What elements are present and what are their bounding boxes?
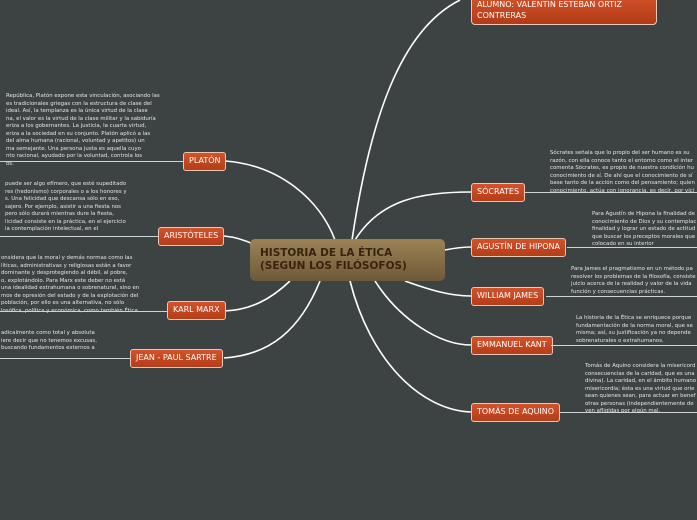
note-line: juicio acerca de la realidad y valor de … xyxy=(571,281,692,287)
note-line: la contemplación intelectual, en el xyxy=(5,226,99,232)
note-line: es tradicionales griegas con la estructu… xyxy=(6,100,152,107)
node-platon[interactable]: PLATÓN xyxy=(183,152,227,171)
note-line: dominante y desprotegiendo al débil, al … xyxy=(1,270,128,276)
central-topic[interactable]: HISTORIA DE LA ÉTICA (SEGUN LOS FILÓSOFO… xyxy=(250,239,445,281)
note-line: colocado en su interior xyxy=(592,241,654,247)
note-line: una idealidad extrahumana o sobrenatural… xyxy=(1,285,140,291)
aristoteles-note: puede ser algo efímero, que esté supedit… xyxy=(5,181,127,234)
note-line: Para Agustín de Hipona la finalidad de xyxy=(592,211,696,217)
note-line: otras personas (independientemente de xyxy=(585,400,694,407)
note-line: adicalmente como total y absoluta xyxy=(1,330,95,336)
link-agustin xyxy=(444,246,472,251)
james-note: Para James el pragmatismo en un método p… xyxy=(571,266,696,296)
note-line: finalidad y lograr un estado de actitud xyxy=(592,226,696,232)
link-kant xyxy=(374,280,472,346)
node-kant[interactable]: EMMANUEL KANT xyxy=(471,336,553,355)
socrates-underline xyxy=(525,192,697,193)
marx-note: onsidera que la moral y demás normas com… xyxy=(1,255,140,315)
author-line-2: CONTRERAS xyxy=(477,11,527,20)
node-sartre[interactable]: JEAN - PAUL SARTRE xyxy=(130,349,223,368)
note-line: fundamentación de la norma moral, que se xyxy=(576,322,693,329)
note-line: os. xyxy=(6,160,14,167)
note-line: Sócrates señala que lo propio del ser hu… xyxy=(550,150,690,156)
note-line: La historia de la Ética se enriquece por… xyxy=(576,315,692,321)
note-line: licidad consiste en la práctica, en el e… xyxy=(5,218,126,225)
note-line: Para James el pragmatismo en un método p… xyxy=(571,266,693,272)
note-line: losófica, política y económica, como tam… xyxy=(1,308,140,316)
note-line: sean quienes sean, para actuar en benef xyxy=(585,393,696,399)
note-line: función y consecuencias prácticas. xyxy=(571,288,666,295)
note-line: razón, con ella conoce tanto el entorno … xyxy=(550,157,693,164)
note-line: Tomás de Aquino considera la misericord xyxy=(585,363,696,369)
note-line: iere decir que no tenemos excusas, xyxy=(1,337,97,344)
note-line: base tanto de la acción como del pensami… xyxy=(550,180,695,186)
note-line: del alma humana (racional, voluntad y ap… xyxy=(6,138,145,144)
node-william-james[interactable]: WILLIAM JAMES xyxy=(471,287,545,306)
node-aristoteles[interactable]: ARISTÓTELES xyxy=(158,227,225,246)
agustin-underline xyxy=(567,247,697,248)
central-line-2: (SEGUN LOS FILÓSOFOS) xyxy=(260,260,407,272)
note-line: sajero. Por ejemplo, asistir a una fiest… xyxy=(5,203,121,210)
note-line: conocimiento de Dios y su contemplac xyxy=(592,218,697,225)
aquino-underline xyxy=(560,412,697,413)
note-line: onsidera que la moral y demás normas com… xyxy=(1,255,133,261)
note-line: que buscar los preceptos morales que xyxy=(592,233,696,240)
marx-underline xyxy=(0,311,167,312)
note-line: líticas, administrativas y religiosas es… xyxy=(1,262,132,269)
link-author xyxy=(351,0,461,241)
note-line: comenta Sócrates, es propio de nuestra c… xyxy=(550,165,694,171)
note-line: República, Platón expone esta vinculació… xyxy=(6,93,160,99)
note-line: s. Una felicidad que descansa sólo en es… xyxy=(5,196,120,202)
link-marx xyxy=(223,280,291,312)
james-underline xyxy=(546,296,697,297)
aristoteles-underline xyxy=(0,236,158,237)
note-line: puede ser algo efímero, que esté supedit… xyxy=(5,181,127,187)
note-line: nto racional, ayudado por la voluntad, c… xyxy=(6,153,143,159)
note-line: ma semejante. Una persona justa es aquel… xyxy=(6,145,141,152)
note-line: consecuencias de la caridad, que es una xyxy=(585,370,695,377)
note-line: pero sólo durará mientras dure la fiesta… xyxy=(5,211,114,217)
note-line: ideal. Así, la templanza es la única vir… xyxy=(6,108,148,114)
note-line: divina). La caridad, en el ámbito humano xyxy=(585,378,697,384)
link-james xyxy=(404,280,472,297)
note-line: ven afligidas por algún mal. xyxy=(585,408,661,414)
note-line: buscando fundamentos externos a xyxy=(1,345,95,351)
note-line: misma; así, su justificación ya no depen… xyxy=(576,330,691,336)
note-line: conocimiento, actúa con ignorancia, es d… xyxy=(550,187,695,194)
note-line: res (hedonismo) corporales o a los honor… xyxy=(5,188,127,195)
node-karl-marx[interactable]: KARL MARX xyxy=(167,301,226,320)
platon-underline xyxy=(0,161,183,162)
link-sartre xyxy=(223,280,321,359)
author-line-1: ALUMNO: VALENTIN ESTEBAN ORTIZ xyxy=(477,0,622,9)
platon-note: República, Platón expone esta vinculació… xyxy=(6,93,160,168)
kant-underline xyxy=(551,345,697,346)
node-aquino[interactable]: TOMÁS DE AQUINO xyxy=(471,403,561,422)
note-line: na, el valor es la virtud de la clase mi… xyxy=(6,115,156,122)
note-line: conocimiento de sí. De ahí que el conoci… xyxy=(550,172,693,179)
node-socrates[interactable]: SÓCRATES xyxy=(471,183,526,202)
link-socrates xyxy=(354,191,472,241)
link-platon xyxy=(224,160,336,241)
note-line: sobrenaturales o extrahumanos. xyxy=(576,337,664,344)
note-line: eriza a los gobernantes. La justicia, la… xyxy=(6,123,147,129)
author-node[interactable]: ALUMNO: VALENTIN ESTEBAN ORTIZ CONTRERAS xyxy=(471,0,657,25)
note-line: o, explotándolo. Para Marx este deber no… xyxy=(1,277,126,284)
node-agustin[interactable]: AGUSTÍN DE HIPONA xyxy=(471,238,566,257)
note-line: eriza a la sociedad en su conjunto. Plat… xyxy=(6,130,151,137)
kant-note: La historia de la Ética se enriquece por… xyxy=(576,315,693,345)
note-line: mos de opresión del estado y de la explo… xyxy=(1,292,139,299)
note-line: misericordia; ésta es una virtud que ori… xyxy=(585,385,695,392)
central-line-1: HISTORIA DE LA ÉTICA xyxy=(260,247,393,259)
note-line: resolver los problemas de la filosofía, … xyxy=(571,273,696,280)
note-line: población, por ello es una alternativa, … xyxy=(1,300,125,306)
link-aquino xyxy=(349,280,472,413)
socrates-note: Sócrates señala que lo propio del ser hu… xyxy=(550,150,695,195)
sartre-underline xyxy=(0,358,130,359)
